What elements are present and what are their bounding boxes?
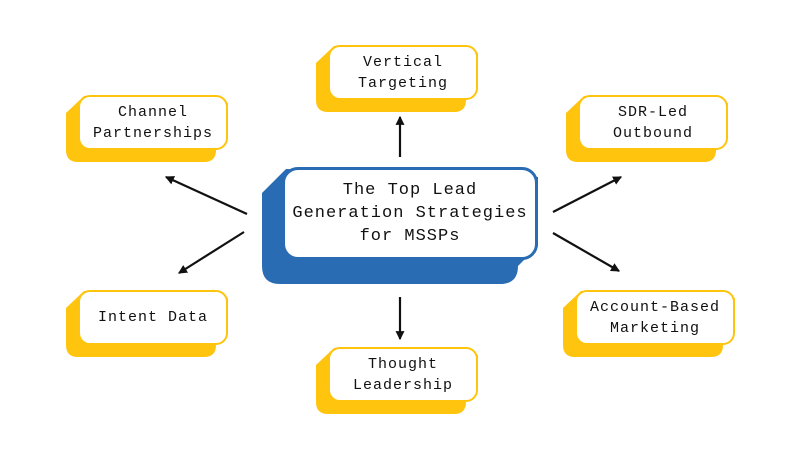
arrow-to-intent-data: [178, 231, 245, 274]
node-label-channel-partnerships: Channel Partnerships: [92, 103, 214, 142]
arrow-to-account-based-marketing: [552, 232, 620, 272]
node-label-thought-leadership: Thought Leadership: [352, 355, 453, 394]
arrow-to-channel-partnerships: [164, 175, 248, 216]
node-account-based-marketing: Account-Based Marketing: [575, 290, 735, 345]
center-topic: The Top Lead Generation Strategies for M…: [282, 167, 538, 260]
node-sdr-led-outbound: SDR-Led Outbound: [578, 95, 728, 150]
node-label-sdr-led-outbound: SDR-Led Outbound: [612, 103, 693, 142]
node-label-account-based-marketing: Account-Based Marketing: [589, 298, 721, 337]
node-vertical-targeting: Vertical Targeting: [328, 45, 478, 100]
arrow-to-sdr-led-outbound: [552, 176, 623, 213]
center-topic-label: The Top Lead Generation Strategies for M…: [292, 181, 528, 246]
node-label-intent-data: Intent Data: [97, 309, 209, 326]
node-label-vertical-targeting: Vertical Targeting: [357, 53, 448, 92]
node-channel-partnerships: Channel Partnerships: [78, 95, 228, 150]
node-thought-leadership: Thought Leadership: [328, 347, 478, 402]
node-intent-data: Intent Data: [78, 290, 228, 345]
